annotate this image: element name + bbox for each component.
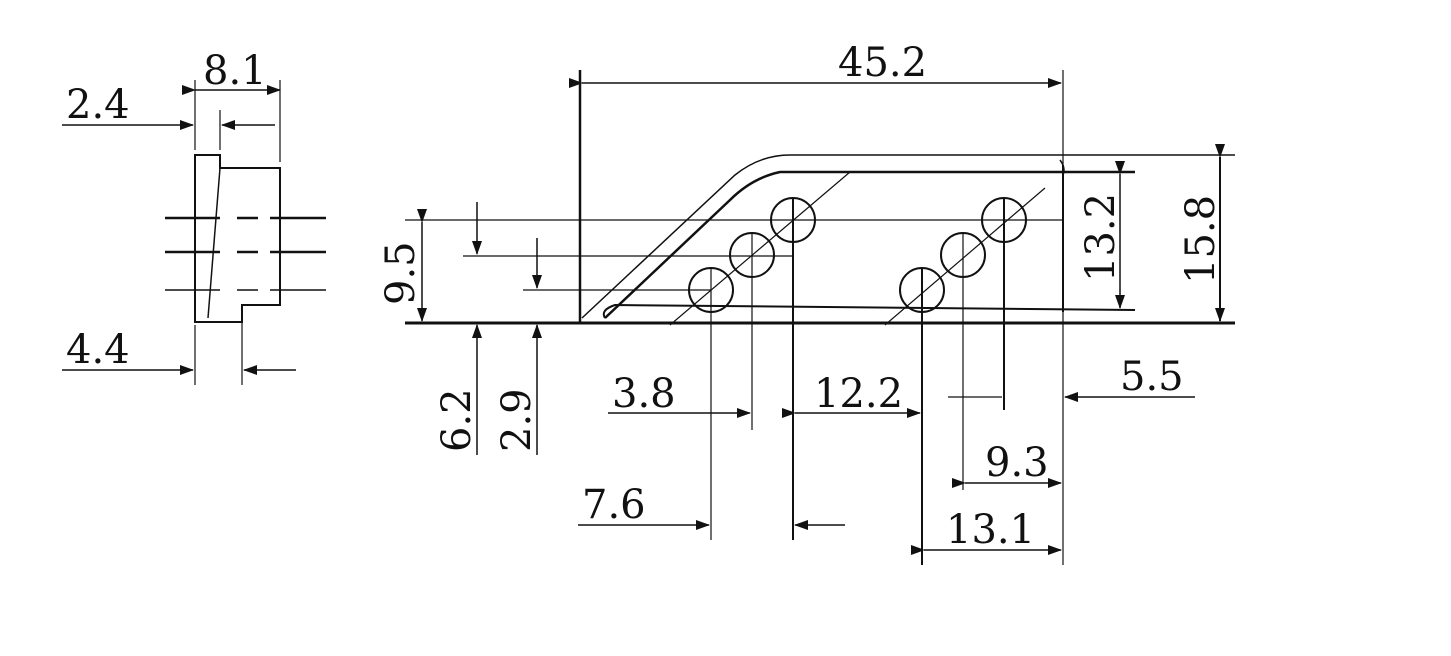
inner-contour bbox=[604, 170, 1135, 319]
side-view-outline bbox=[194, 154, 281, 323]
dim-7-6: 7.6 bbox=[582, 482, 646, 528]
outer-top-contour bbox=[581, 154, 1235, 319]
dim-8-1: 8.1 bbox=[203, 48, 267, 94]
slot-line-right bbox=[884, 187, 1046, 326]
right-block bbox=[1059, 159, 1065, 176]
dim-13-2: 13.2 bbox=[1078, 193, 1124, 282]
dim-45-2: 45.2 bbox=[838, 40, 927, 86]
dim-4-4: 4.4 bbox=[66, 327, 130, 373]
dim-2-4: 2.4 bbox=[66, 82, 130, 128]
dim-2-9: 2.9 bbox=[494, 388, 540, 452]
dim-5-5: 5.5 bbox=[1120, 354, 1184, 400]
dim-13-1: 13.1 bbox=[946, 507, 1035, 553]
dim-9-3: 9.3 bbox=[985, 440, 1049, 486]
side-view-slant-line bbox=[207, 167, 221, 319]
side-view-hidden-lines bbox=[165, 216, 326, 291]
dim-3-8: 3.8 bbox=[612, 371, 676, 417]
dim-6-2: 6.2 bbox=[434, 388, 480, 452]
dim-12-2: 12.2 bbox=[814, 371, 903, 417]
front-view bbox=[405, 70, 1235, 565]
slot-line-left bbox=[669, 171, 851, 326]
dim-15-8: 15.8 bbox=[1178, 195, 1224, 284]
dim-9-5: 9.5 bbox=[378, 241, 424, 305]
side-view bbox=[62, 80, 326, 385]
inner-bottom bbox=[602, 303, 1136, 319]
